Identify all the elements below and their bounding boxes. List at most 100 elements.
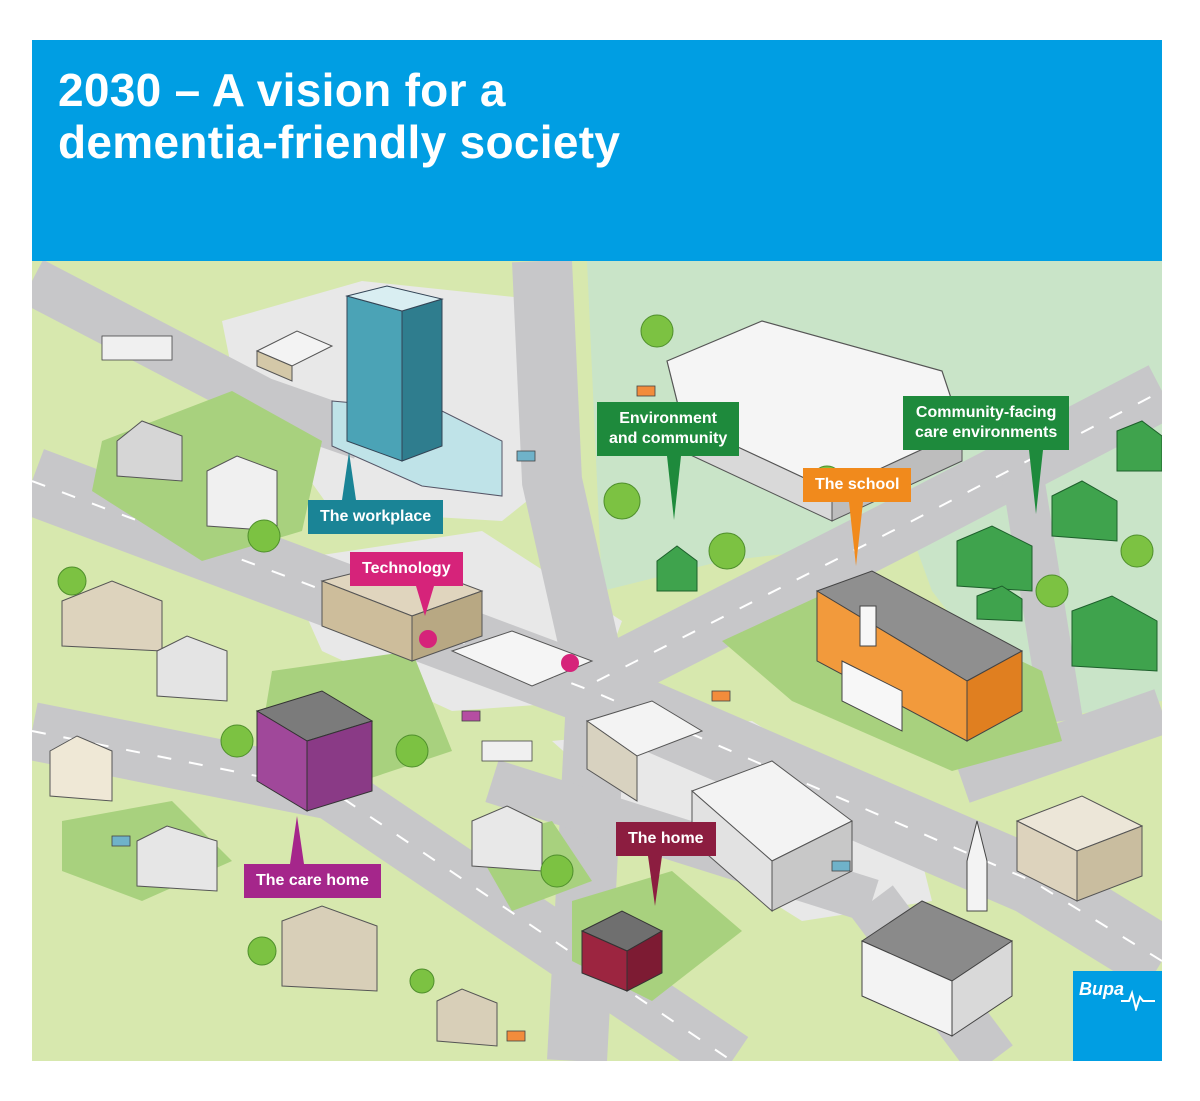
callout-home: The home (616, 822, 716, 906)
callout-pointer (342, 452, 356, 500)
care-home-side (306, 720, 373, 812)
callout-pointer (1029, 450, 1043, 514)
tower-roof (345, 285, 444, 312)
title-line-2: dementia-friendly society (58, 116, 621, 168)
callout-box: Technology (350, 552, 463, 586)
globe-icon (419, 630, 437, 648)
callout-line-2: care environments (915, 424, 1058, 441)
downtown-block-side (771, 820, 853, 912)
tree (540, 854, 574, 888)
bus-shelter-building (255, 330, 334, 382)
callout-line-2: and community (609, 430, 728, 447)
tree (708, 532, 746, 570)
car (831, 860, 851, 872)
tree (220, 724, 254, 758)
callout-community-care: Community-facing care environments (903, 396, 1070, 514)
house (61, 580, 163, 652)
house (49, 735, 113, 802)
school-tower (859, 605, 877, 647)
house (471, 805, 543, 872)
road-markings (32, 390, 1162, 1061)
house (206, 455, 278, 532)
car (516, 450, 536, 462)
residential-houses (49, 420, 543, 1047)
green-house (1071, 595, 1158, 672)
logo-text: Bupa (1079, 979, 1124, 999)
tree (603, 482, 641, 520)
callout-line-1: Community-facing (915, 404, 1057, 421)
callout-workplace: The workplace (308, 452, 444, 534)
house (436, 988, 498, 1047)
callout-environment: Environment and community (597, 402, 740, 520)
callout-school: The school (803, 468, 912, 566)
callout-line-1: Environment (619, 410, 718, 427)
car (506, 1030, 526, 1042)
callout-pointer (648, 856, 662, 906)
house (116, 420, 183, 482)
car (636, 385, 656, 397)
tree (247, 936, 277, 966)
callout-technology: Technology (350, 552, 463, 616)
callout-box: Environment and community (597, 402, 740, 456)
callout-pointer (667, 456, 681, 520)
car (711, 690, 731, 702)
trees (57, 314, 1154, 994)
downtown-block-wall (586, 720, 638, 802)
town-map-illustration (32, 261, 1162, 1061)
tree (395, 734, 429, 768)
community-care-houses (956, 420, 1162, 672)
tree (1120, 534, 1154, 568)
callout-pointer (290, 816, 304, 864)
page-title: 2030 – A vision for a dementia-friendly … (58, 64, 620, 168)
green-house (976, 585, 1023, 622)
tech-info-center (450, 630, 594, 687)
callout-box: The workplace (308, 500, 444, 534)
callout-box: Community-facing care environments (903, 396, 1070, 450)
downtown-buildings (585, 700, 853, 913)
callout-pointer (416, 586, 434, 616)
truck (101, 335, 173, 361)
care-home-building (255, 690, 374, 812)
school-building (815, 570, 1024, 742)
infographic-frame: 2030 – A vision for a dementia-friendly … (32, 40, 1162, 1061)
car (111, 835, 131, 847)
tower-front (346, 295, 403, 462)
tree (409, 968, 435, 994)
header-banner: 2030 – A vision for a dementia-friendly … (32, 40, 1162, 261)
green-house (1051, 480, 1118, 542)
bupa-logo: Bupa (1073, 971, 1162, 1061)
lane-marking (596, 390, 1162, 682)
building-wall (256, 350, 293, 382)
lane-marking (32, 730, 733, 1061)
vehicles (101, 335, 851, 1042)
tree (640, 314, 674, 348)
tree (57, 566, 87, 596)
gazebo (656, 545, 698, 592)
church-spire (966, 820, 988, 912)
school-portico (841, 660, 903, 732)
church-side (951, 940, 1013, 1037)
callout-box: The school (803, 468, 912, 502)
house (281, 905, 378, 992)
home-side (626, 930, 663, 992)
callout-care-home: The care home (244, 816, 381, 898)
title-line-1: 2030 – A vision for a (58, 64, 506, 116)
road-vertical-center (512, 261, 628, 1061)
info-icon (561, 654, 579, 672)
library-building (1015, 795, 1144, 902)
green-house (956, 525, 1033, 592)
school-side (966, 650, 1023, 742)
heartbeat-pulse-icon (1121, 989, 1155, 1011)
green-house (1116, 420, 1162, 472)
tree (1035, 574, 1069, 608)
tree (247, 519, 281, 553)
road-diagonal-upper (32, 261, 370, 459)
bus (481, 740, 533, 762)
library-side (1076, 825, 1143, 902)
house (156, 635, 228, 702)
tower-side (401, 298, 443, 462)
workplace-tower (331, 285, 503, 497)
house (136, 825, 218, 892)
callout-box: The care home (244, 864, 381, 898)
lane-marking (32, 480, 1162, 962)
